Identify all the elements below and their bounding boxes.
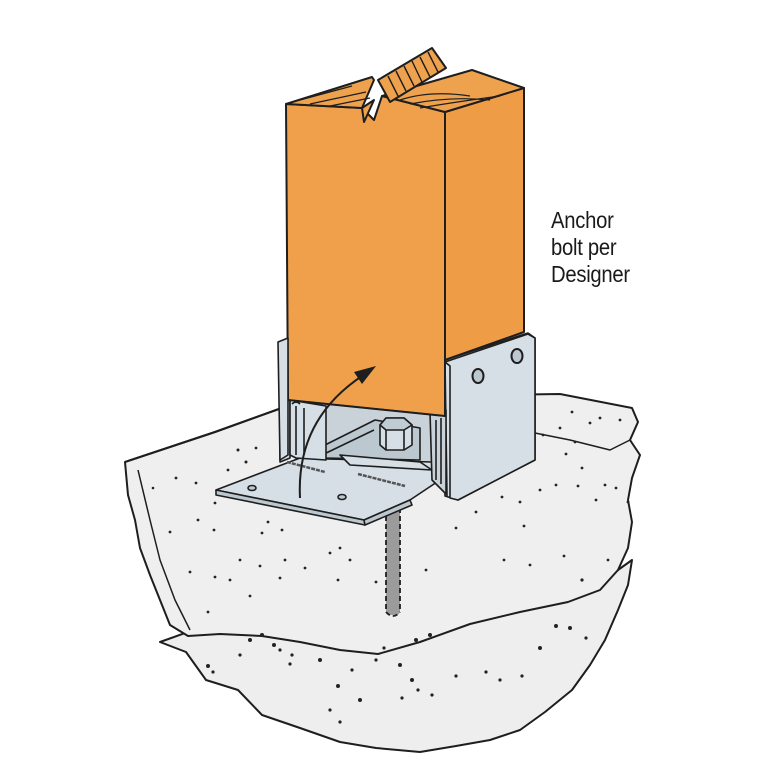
anchor-bolt-callout: Anchor bolt per Designer xyxy=(551,207,630,288)
concrete-aggregate-dots xyxy=(151,408,630,724)
rotation-arrow-icon xyxy=(298,366,376,499)
wood-post xyxy=(285,47,525,417)
hex-nut xyxy=(379,417,413,451)
callout-line-3: Designer xyxy=(551,261,630,287)
callout-line-2: bolt per xyxy=(551,234,617,260)
bracket-right-flange xyxy=(277,333,536,501)
anchor-bolt xyxy=(385,508,401,617)
post-base-bracket xyxy=(215,332,536,526)
callout-line-1: Anchor xyxy=(551,207,614,233)
